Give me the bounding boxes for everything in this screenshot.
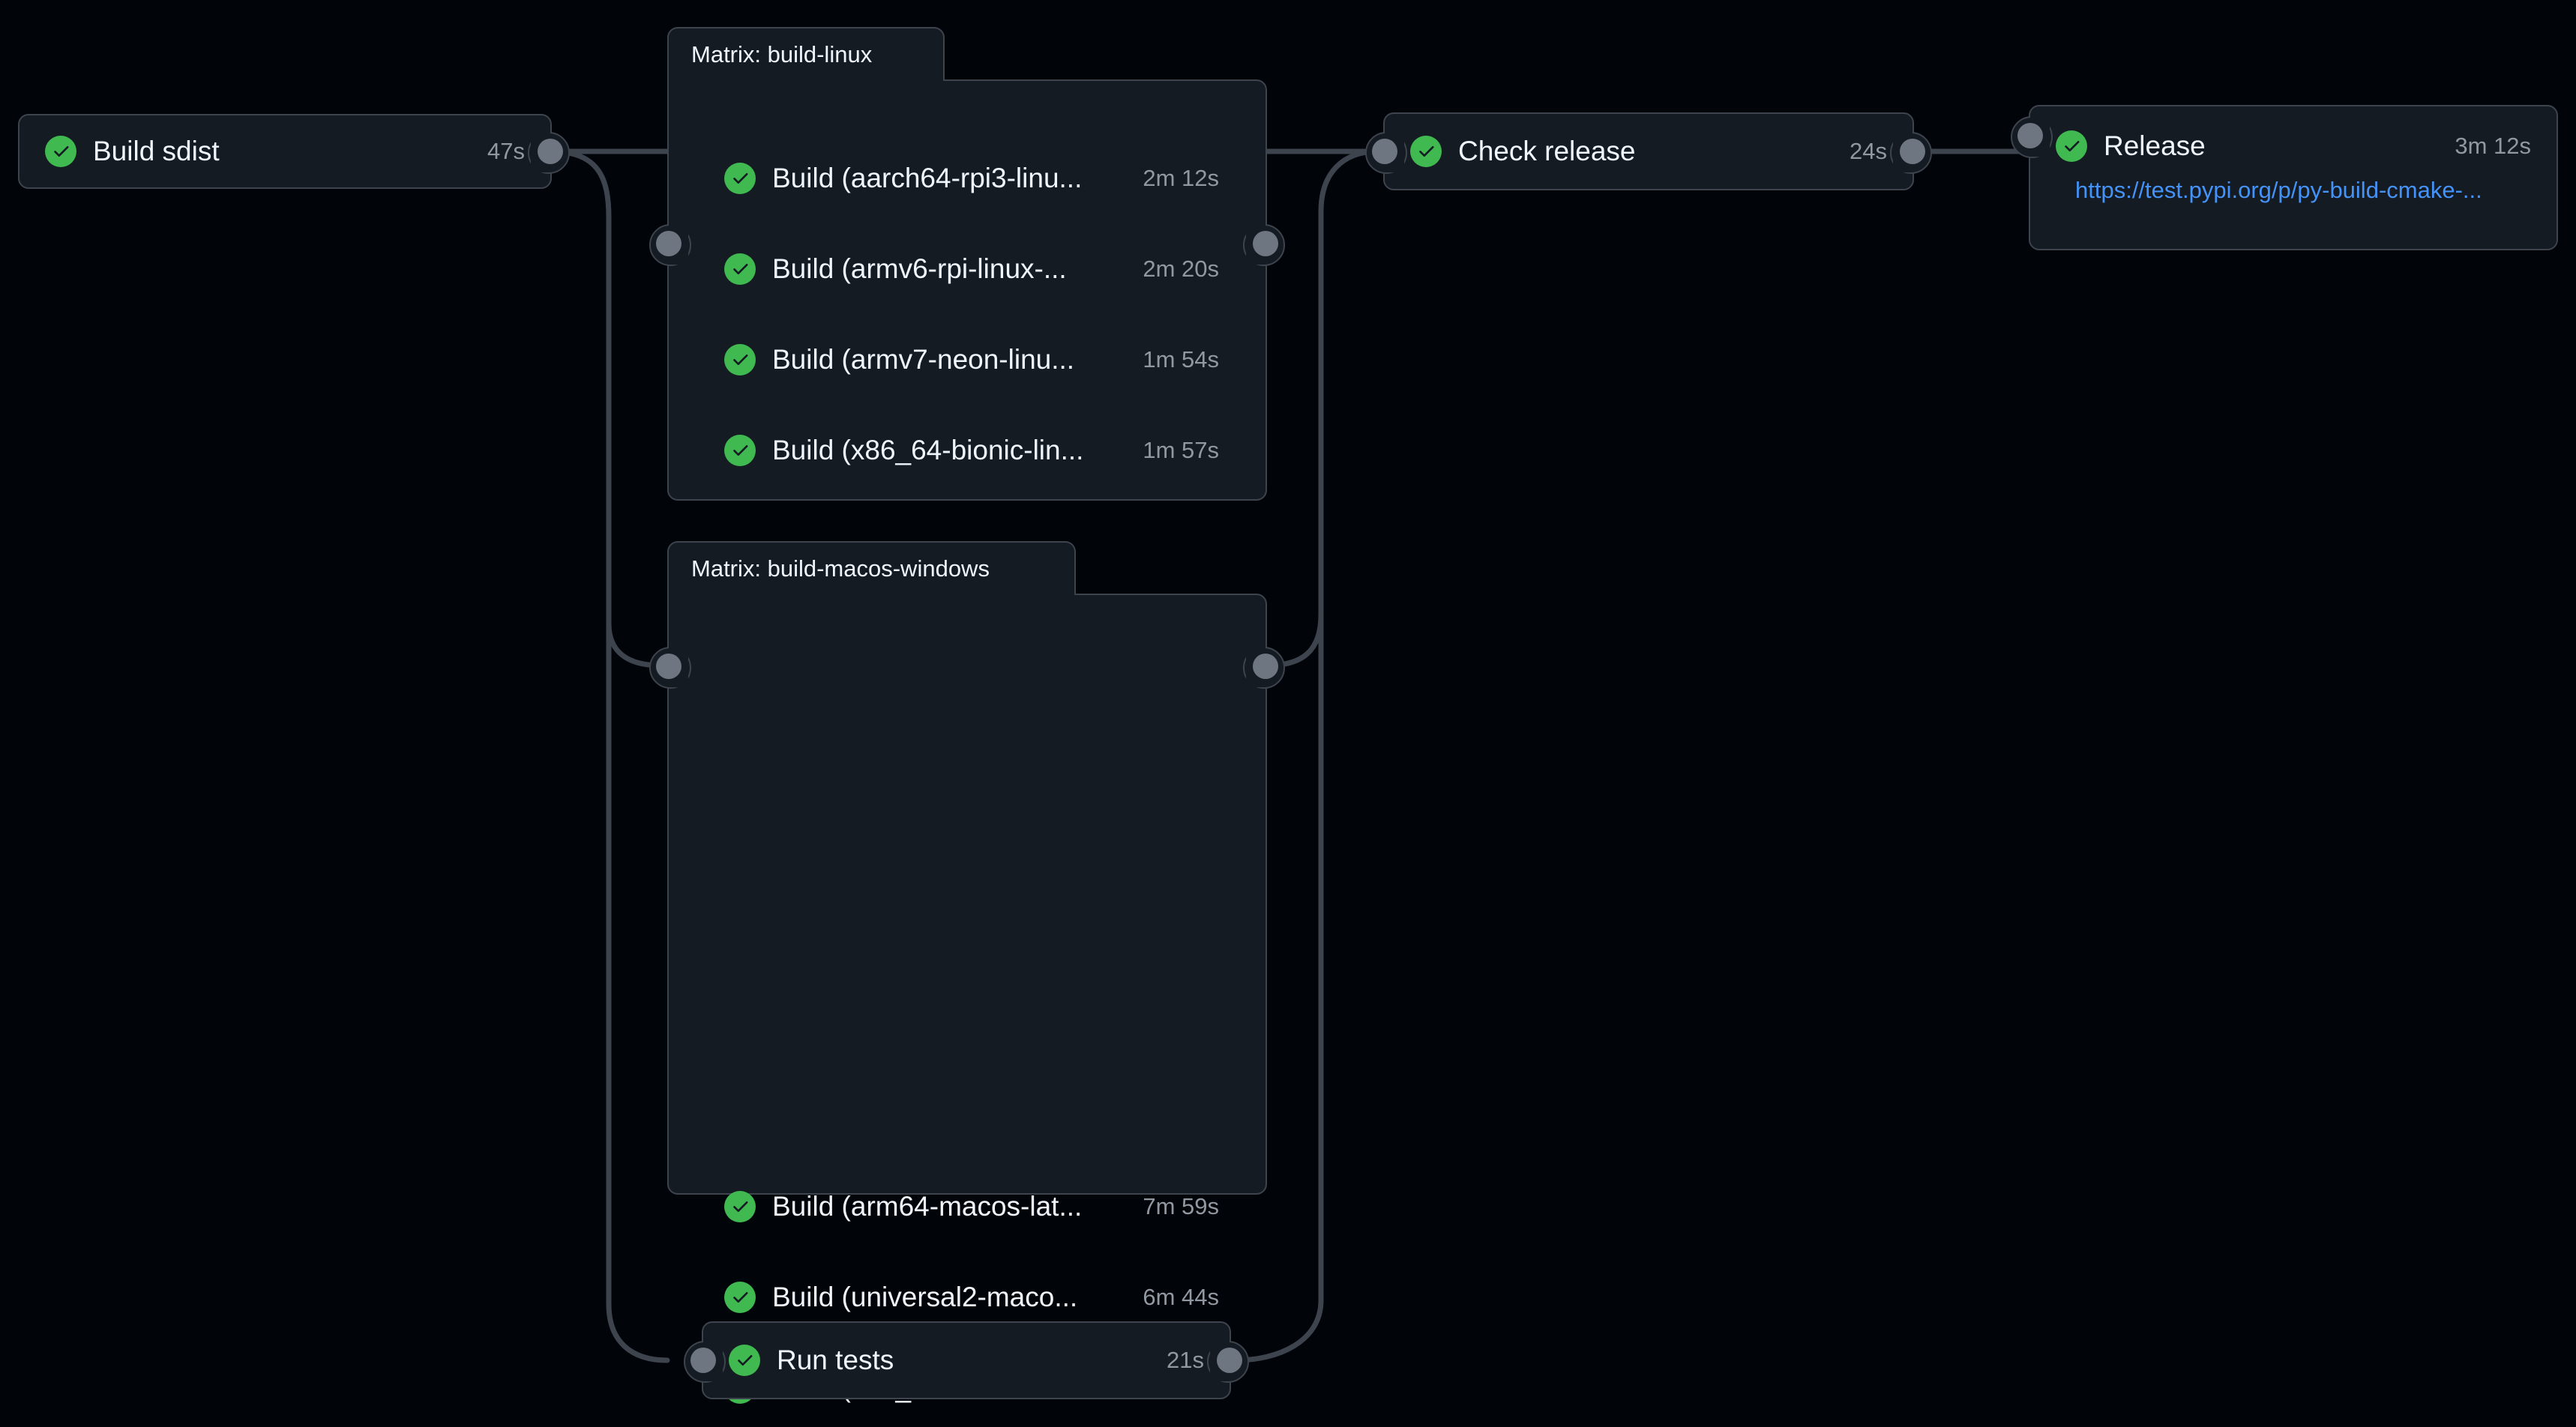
matrix-item[interactable]: Build (armv6-rpi-linux-... 2m 20s — [724, 247, 1219, 291]
matrix-item[interactable]: Build (arm64-macos-lat... 7m 59s — [724, 1185, 1219, 1228]
input-handle[interactable] — [1372, 139, 1397, 164]
matrix-group-body — [649, 594, 1285, 1195]
job-duration: 47s — [487, 137, 525, 164]
matrix-item-duration: 1m 57s — [1143, 436, 1219, 463]
matrix-item-label: Build (arm64-macos-lat... — [772, 1190, 1083, 1222]
edge-sdist-to-runtests — [606, 214, 670, 1363]
job-node-release[interactable]: Release 3m 12s https://test.pypi.org/p/p… — [2011, 105, 2558, 250]
output-handle[interactable] — [1253, 231, 1278, 256]
check-circle-icon — [729, 1345, 760, 1376]
job-node-build-sdist[interactable]: Build sdist 47s — [18, 114, 570, 189]
job-duration: 3m 12s — [2455, 132, 2531, 159]
matrix-item-duration: 7m 59s — [1143, 1192, 1219, 1219]
check-circle-icon — [724, 1191, 756, 1222]
job-label: Release — [2104, 130, 2206, 161]
output-handle[interactable] — [1900, 139, 1925, 164]
check-circle-icon — [724, 253, 756, 285]
matrix-item-duration: 2m 20s — [1143, 255, 1219, 282]
input-handle[interactable] — [690, 1348, 716, 1373]
matrix-group-body — [649, 79, 1285, 501]
job-label: Build sdist — [93, 135, 220, 166]
edge-sdist-to-macos — [548, 148, 664, 669]
matrix-group-build-linux: Matrix: build-linux Build (aarch64-rpi3-… — [649, 27, 1285, 501]
output-handle[interactable] — [538, 139, 563, 164]
matrix-item-duration: 6m 44s — [1143, 1283, 1219, 1310]
matrix-item-label: Build (aarch64-rpi3-linu... — [772, 162, 1083, 193]
input-handle[interactable] — [2017, 123, 2043, 148]
check-circle-icon — [1410, 136, 1442, 167]
matrix-item-label: Build (armv6-rpi-linux-... — [772, 253, 1067, 284]
job-duration: 21s — [1167, 1346, 1204, 1373]
check-circle-icon — [2056, 130, 2087, 163]
matrix-item-duration: 1m 54s — [1143, 346, 1219, 372]
input-handle[interactable] — [656, 231, 681, 256]
job-label: Run tests — [777, 1344, 894, 1375]
group-seam — [670, 594, 1073, 597]
input-handle[interactable] — [656, 654, 681, 679]
output-handle[interactable] — [1217, 1348, 1242, 1373]
check-circle-icon — [45, 136, 76, 167]
check-circle-icon — [724, 163, 756, 194]
matrix-item-label: Build (armv7-neon-linu... — [772, 343, 1075, 375]
job-duration: 24s — [1850, 137, 1887, 164]
check-circle-icon — [724, 435, 756, 466]
job-label: Check release — [1458, 135, 1636, 166]
matrix-group-title: Matrix: build-macos-windows — [691, 555, 990, 582]
matrix-group-title: Matrix: build-linux — [691, 41, 873, 67]
check-circle-icon — [724, 344, 756, 375]
edge-macos-to-check — [1264, 148, 1381, 669]
output-handle[interactable] — [1253, 654, 1278, 679]
deployment-url-link[interactable]: https://test.pypi.org/p/py-build-cmake-.… — [2075, 177, 2482, 204]
check-circle-icon — [724, 1282, 756, 1313]
group-seam — [670, 79, 942, 82]
matrix-group-build-macos-windows: Matrix: build-macos-windows Build (arm64… — [649, 541, 1285, 1404]
matrix-item-duration: 2m 12s — [1143, 164, 1219, 191]
matrix-item-label: Build (universal2-maco... — [772, 1281, 1078, 1312]
job-node-check-release[interactable]: Check release 24s — [1365, 112, 1932, 190]
matrix-item[interactable]: Build (aarch64-rpi3-linu... 2m 12s — [724, 157, 1219, 200]
matrix-group-header[interactable]: Matrix: build-macos-windows — [667, 541, 1076, 595]
matrix-item[interactable]: Build (x86_64-bionic-lin... 1m 57s — [724, 429, 1219, 472]
job-node-run-tests[interactable]: Run tests 21s — [684, 1321, 1249, 1399]
matrix-item-label: Build (x86_64-bionic-lin... — [772, 434, 1084, 465]
matrix-item[interactable]: Build (armv7-neon-linu... 1m 54s — [724, 338, 1219, 381]
matrix-group-header[interactable]: Matrix: build-linux — [667, 27, 945, 81]
matrix-item[interactable]: Build (universal2-maco... 6m 44s — [724, 1276, 1219, 1319]
